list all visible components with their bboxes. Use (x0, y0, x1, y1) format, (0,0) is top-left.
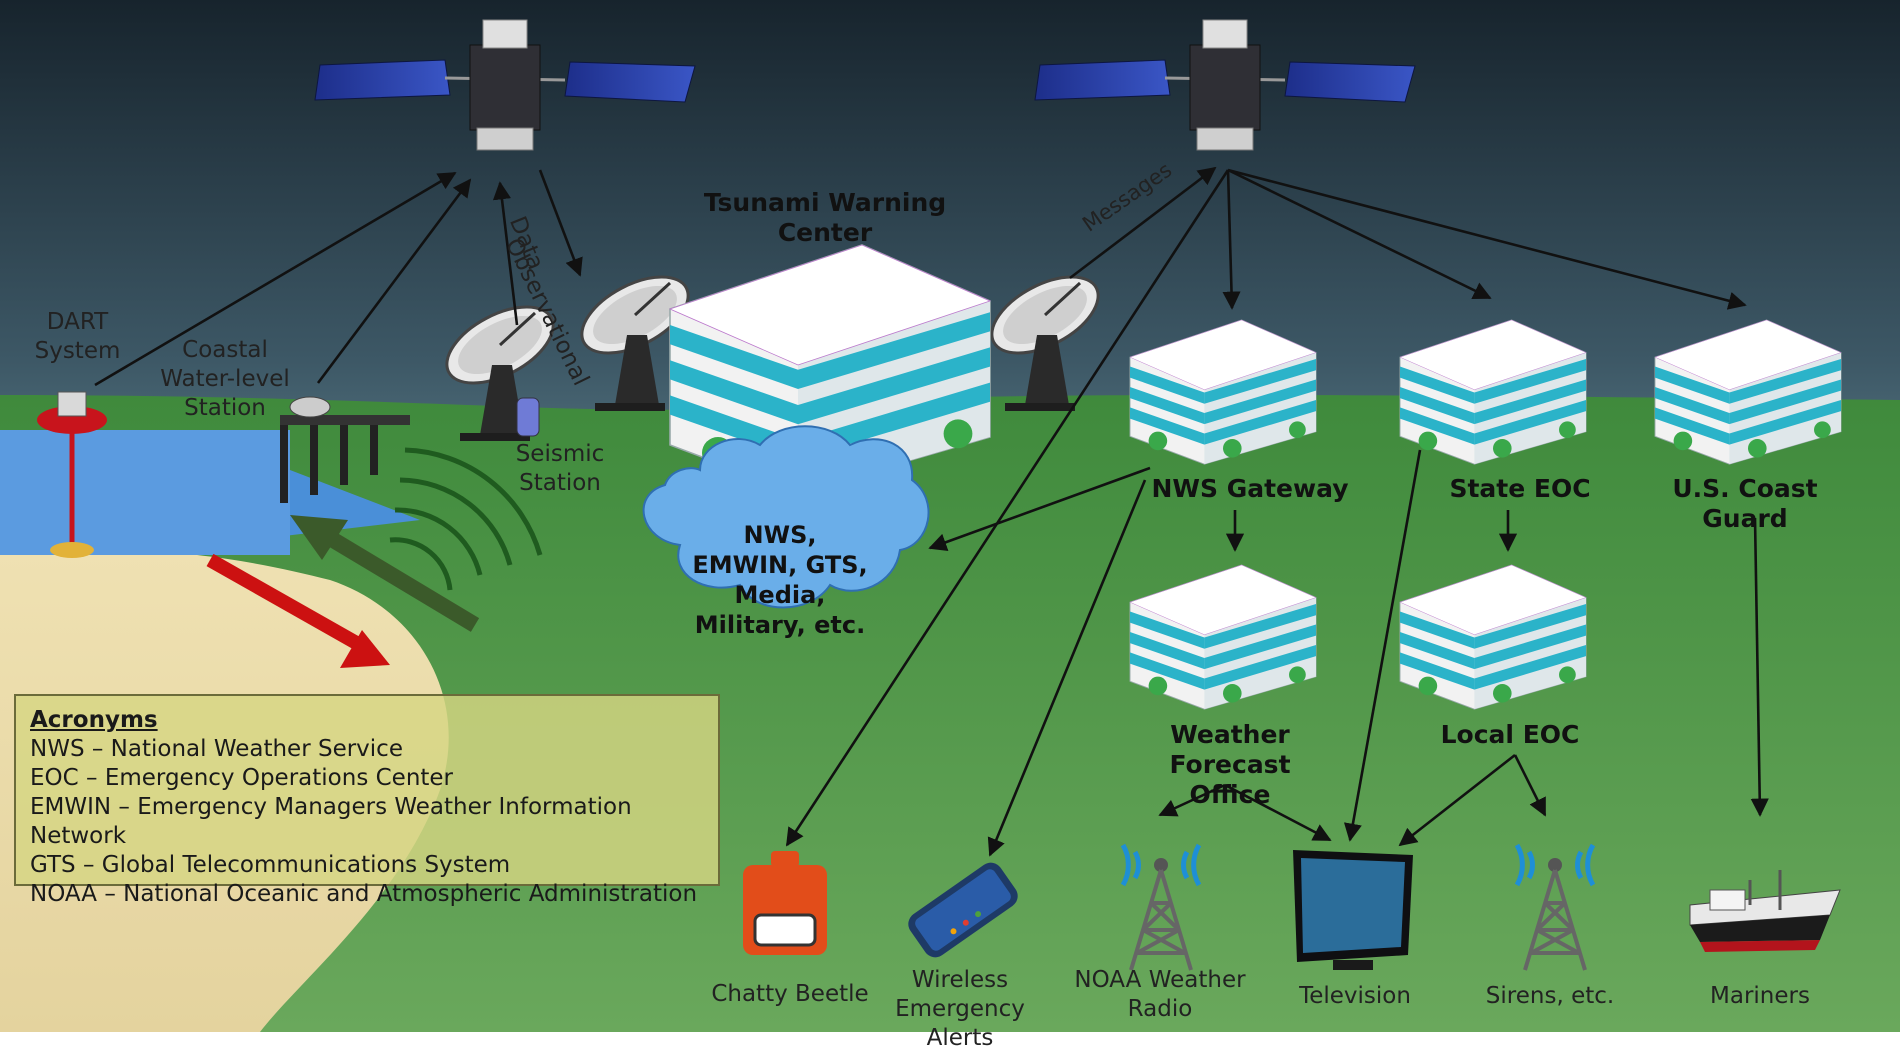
acronym-item: EOC – Emergency Operations Center (30, 765, 454, 791)
acronym-item: GTS – Global Telecommunications System (30, 852, 511, 878)
nws-gateway-label: NWS Gateway (1151, 474, 1349, 503)
connector-arrows (94, 166, 1769, 857)
sirens-label: Sirens, etc. (1485, 983, 1615, 1009)
wireless-alerts-label: Wireless Emergency Alerts (895, 967, 1025, 1051)
seismic-station-label: Seismic Station (515, 441, 605, 496)
wave-arrows (206, 515, 480, 668)
seismometer-icon (516, 397, 540, 437)
dart-system-label: DART System (34, 309, 121, 364)
wfo-label: Weather Forecast Office (1169, 720, 1291, 809)
pier-icon (280, 396, 410, 503)
television-icon (1293, 850, 1413, 970)
acronym-item: EMWIN – Emergency Managers Weather Infor… (30, 794, 632, 849)
noaa-radio-label: NOAA Weather Radio (1074, 967, 1246, 1022)
chatty-beetle-label: Chatty Beetle (711, 981, 869, 1007)
state-eoc-label: State EOC (1449, 474, 1591, 503)
television-label: Television (1299, 983, 1411, 1009)
local-eoc-label: Local EOC (1440, 720, 1580, 749)
seismic-waves (389, 447, 543, 591)
ocean-water (0, 430, 290, 555)
phone-icon (908, 862, 1018, 958)
acronym-item: NOAA – National Oceanic and Atmospheric … (30, 881, 698, 907)
coast-guard-label: U.S. Coast Guard (1672, 474, 1818, 533)
acronyms-title: Acronyms (30, 707, 158, 733)
ship-icon (1689, 870, 1841, 952)
acronym-item: NWS – National Weather Service (30, 736, 403, 762)
mariners-label: Mariners (1710, 983, 1810, 1009)
twc-label: Tsunami Warning Center (703, 188, 947, 247)
acronyms-box: Acronyms NWS – National Weather Service … (14, 694, 720, 907)
cloud-label: NWS, EMWIN, GTS, Media, Military, etc. (692, 521, 868, 639)
buoy-icon (37, 391, 107, 558)
coastal-station-label: Coastal Water-level Station (160, 337, 290, 421)
chatty-beetle-icon (743, 851, 827, 955)
cloud-icon (642, 425, 930, 609)
